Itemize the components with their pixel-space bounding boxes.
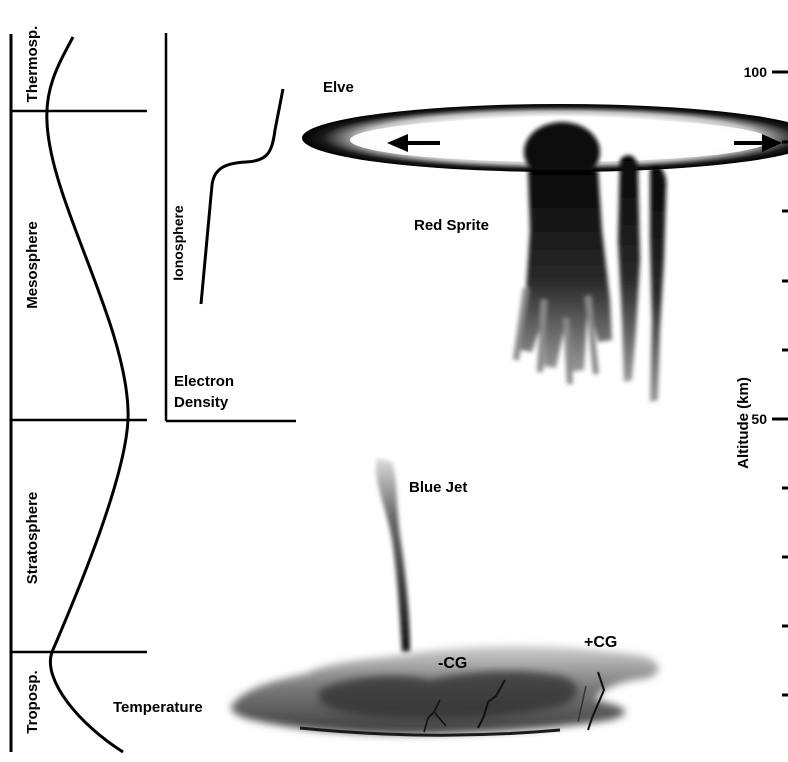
blue-jet: Blue Jet	[376, 458, 467, 652]
layer-column: Thermosp. Mesosphere Stratosphere Tropos…	[11, 26, 147, 752]
temperature-profile-curve	[47, 37, 128, 752]
altitude-tick-label-50: 50	[751, 411, 767, 427]
layer-label-stratosphere: Stratosphere	[24, 492, 41, 585]
layer-label-troposphere: Troposp.	[24, 670, 41, 733]
elve-label: Elve	[323, 79, 354, 96]
altitude-tick-label-100: 100	[744, 64, 768, 80]
electron-density-label-line2: Density	[174, 394, 229, 411]
red-sprite-secondary-right	[650, 167, 666, 402]
layer-label-mesosphere: Mesosphere	[24, 221, 41, 309]
electron-density-profile	[201, 89, 283, 304]
red-sprite-label: Red Sprite	[414, 217, 489, 234]
ionosphere-label: Ionosphere	[170, 205, 186, 281]
altitude-axis-label: Altitude (km)	[735, 377, 752, 469]
negative-cg-label: -CG	[438, 655, 467, 672]
electron-density-label-line1: Electron	[174, 373, 234, 390]
electron-density-panel: Ionosphere Electron Density	[166, 33, 296, 421]
layer-label-thermosphere: Thermosp.	[24, 26, 41, 103]
blue-jet-label: Blue Jet	[409, 479, 467, 496]
positive-cg-label: +CG	[584, 634, 617, 651]
red-sprite-secondary-left	[618, 155, 640, 382]
thundercloud: -CG +CG	[231, 634, 658, 735]
blue-jet-column	[376, 458, 410, 652]
temperature-label: Temperature	[113, 699, 203, 716]
